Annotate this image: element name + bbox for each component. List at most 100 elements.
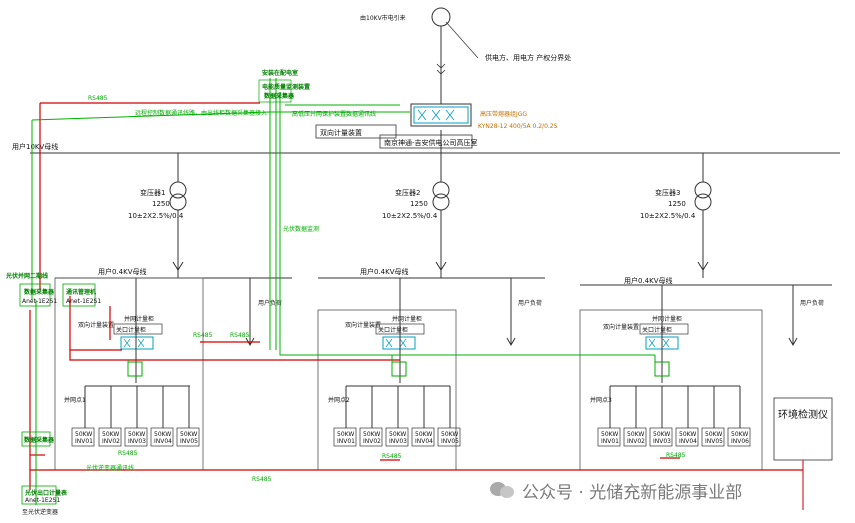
svg-text:INV02: INV02 [363, 438, 381, 445]
green-data-lines [31, 78, 656, 505]
svg-text:INV04: INV04 [154, 438, 172, 445]
svg-text:50KW: 50KW [679, 431, 696, 438]
rs485-label-2: RS485 [382, 453, 402, 460]
left-box-4 [21, 485, 57, 505]
svg-text:50KW: 50KW [705, 431, 722, 438]
tx2-name: 变压器2 [395, 188, 420, 197]
tx1-kva: 1250 [152, 200, 170, 208]
svg-text:INV03: INV03 [653, 438, 671, 445]
inverters-3 [597, 386, 751, 447]
svg-text:关口计量柜: 关口计量柜 [642, 326, 672, 334]
green-signal-label-2: 高低压并网保护装置数据通讯线 [292, 110, 376, 118]
bottom-comm-label: 光伏逆变器通讯线 [86, 464, 134, 472]
transformer-1 [169, 153, 187, 278]
svg-text:Anet-1E2S1: Anet-1E2S1 [22, 298, 57, 305]
rs485-label-3: RS485 [666, 452, 686, 459]
bidir-meter-label: 双向计量装置 [320, 128, 362, 137]
g-box3-label: 数据采集器 [264, 92, 295, 100]
env-monitor-label: 环境检测仪 [778, 408, 828, 421]
incoming-label: 由10KV市电引来 [360, 14, 406, 22]
inverters-2 [333, 386, 461, 447]
svg-text:关口计量柜: 关口计量柜 [378, 326, 408, 334]
svg-text:50KW: 50KW [653, 431, 670, 438]
switch-2 [391, 361, 407, 377]
svg-text:INV04: INV04 [679, 438, 697, 445]
svg-text:INV01: INV01 [337, 438, 355, 445]
svg-text:INV01: INV01 [601, 438, 619, 445]
svg-text:50KW: 50KW [363, 431, 380, 438]
inverters-1 [71, 386, 200, 447]
watermark: 公众号 · 光储充新能源事业部 [488, 475, 848, 505]
svg-text:50KW: 50KW [441, 431, 458, 438]
meter-box-1: 并网计量柜 关口计量柜 [113, 315, 163, 350]
cabinet3-label: 并网点3 [590, 396, 612, 404]
svg-text:50KW: 50KW [154, 431, 171, 438]
rs485-label-top: RS485 [88, 95, 108, 102]
cabinet2-label: 并网点2 [328, 396, 350, 404]
bus04-1-label: 用户0.4KV母线 [98, 267, 147, 276]
svg-text:Anet-1E2S1: Anet-1E2S1 [66, 298, 101, 305]
svg-text:Anet-1E2S1: Anet-1E2S1 [25, 497, 60, 504]
svg-text:数据采集器: 数据采集器 [24, 436, 55, 444]
meter-label-2: 双向计量装置 [345, 321, 381, 329]
switchgear-type: KYN28-12 400/5A 0.2/0.2S [478, 123, 558, 130]
rs485-label-b: RS485 [230, 332, 250, 339]
svg-text:INV02: INV02 [102, 438, 120, 445]
switchgear-model: 高压带熔器组JGG [480, 110, 527, 118]
left-net-label: 光伏并网二期线 [5, 272, 48, 280]
svg-text:数据采集器: 数据采集器 [24, 288, 55, 296]
bus04-2-label: 用户0.4KV母线 [360, 267, 409, 276]
rs485-label-c: RS485 [118, 450, 138, 457]
svg-text:50KW: 50KW [601, 431, 618, 438]
svg-text:INV02: INV02 [627, 438, 645, 445]
tx3-ratio: 10±2X2.5%/0.4 [640, 212, 696, 220]
svg-text:50KW: 50KW [627, 431, 644, 438]
svg-text:通讯管理机: 通讯管理机 [66, 288, 96, 296]
svg-text:50KW: 50KW [128, 431, 145, 438]
svg-text:50KW: 50KW [180, 431, 197, 438]
svg-text:INV05: INV05 [180, 438, 198, 445]
supply-note: 供电方、用电方 产权分界处 [485, 53, 571, 62]
left-box-1 [19, 283, 51, 307]
bus04-3-label: 用户0.4KV母线 [624, 276, 673, 285]
svg-text:关口计量柜: 关口计量柜 [116, 326, 146, 334]
svg-text:50KW: 50KW [415, 431, 432, 438]
svg-text:INV05: INV05 [441, 438, 459, 445]
svg-text:50KW: 50KW [102, 431, 119, 438]
g-box1-label: 安装在配电室 [262, 69, 298, 77]
wechat-icon [488, 480, 516, 500]
switch-1 [127, 361, 143, 377]
svg-text:50KW: 50KW [389, 431, 406, 438]
load3-label: 用户负荷 [800, 299, 824, 307]
meter-label-1: 双向计量装置 [78, 321, 114, 329]
tx3-name: 变压器3 [655, 188, 680, 197]
tx1-ratio: 10±2X2.5%/0.4 [128, 212, 184, 220]
svg-text:INV01: INV01 [75, 438, 93, 445]
svg-text:50KW: 50KW [337, 431, 354, 438]
rs485-label-bottom: RS485 [252, 476, 272, 483]
meter-label-3: 双向计量装置 [603, 323, 639, 331]
green-signal-label-3: 光伏数据监测 [283, 225, 319, 233]
tx2-kva: 1250 [410, 200, 428, 208]
substation-box [379, 134, 473, 149]
substation-label: 南京神通-吉安供电公司高压室 [384, 138, 478, 147]
watermark-text: 公众号 · 光储充新能源事业部 [522, 482, 743, 503]
user-10kv-bus-label: 用户10KV母线 [12, 142, 58, 151]
svg-text:并网计量柜: 并网计量柜 [124, 315, 154, 323]
left-box-3 [21, 431, 51, 447]
svg-text:INV04: INV04 [415, 438, 433, 445]
green-signal-label: 远程控制数据通讯线路，由出线柜数据采集器接入 [135, 109, 267, 117]
svg-text:50KW: 50KW [75, 431, 92, 438]
svg-text:50KW: 50KW [731, 431, 748, 438]
meter-box-3: 并网计量柜 关口计量柜 [639, 315, 689, 350]
rs485-label-a: RS485 [193, 332, 213, 339]
rs485-lines [29, 102, 803, 490]
svg-text:光伏出口计量表: 光伏出口计量表 [24, 489, 68, 497]
transformer-3 [694, 153, 712, 278]
svg-text:INV05: INV05 [705, 438, 723, 445]
svg-text:并网计量柜: 并网计量柜 [652, 315, 682, 323]
svg-text:INV03: INV03 [128, 438, 146, 445]
load2-label: 用户负荷 [518, 299, 542, 307]
svg-text:INV06: INV06 [731, 438, 749, 445]
supply-pointer-line [445, 21, 479, 59]
